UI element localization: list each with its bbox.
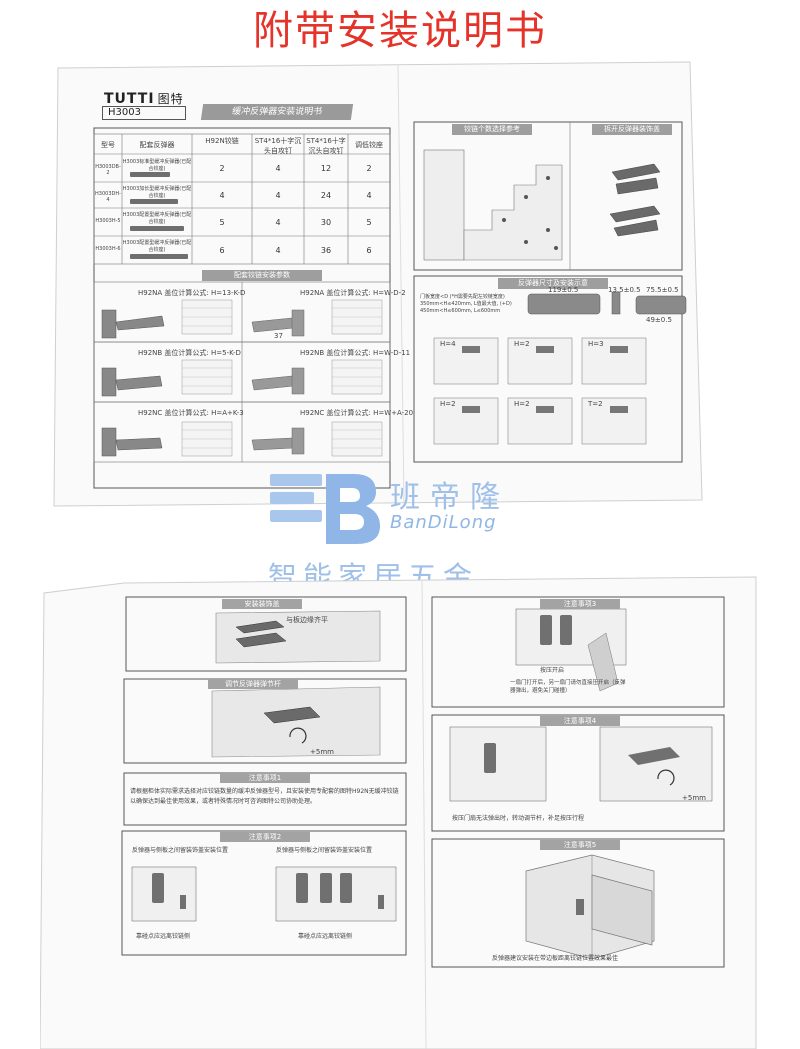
table-row-screw: 4 bbox=[275, 246, 281, 255]
dimension-label: 119±0.5 bbox=[548, 286, 579, 294]
table-row-product: H3003配置型缓冲反弹器(已配合铰座) bbox=[122, 240, 192, 253]
table-head-seat: 调低铰座 bbox=[355, 141, 383, 149]
formula-label-right: H92NA 盖位计算公式: H=W-D-2 bbox=[300, 289, 406, 297]
table-row-product: H3003加长型缓冲反弹器(已配合铰座) bbox=[122, 186, 192, 199]
section-title-note5: 注意事项5 bbox=[540, 840, 620, 850]
table-row-screw2: 30 bbox=[320, 218, 332, 227]
cabinet-label: H=3 bbox=[588, 340, 604, 348]
table-head-screw: ST4*16十字沉头自攻钉 bbox=[254, 137, 302, 155]
dimension-label: 75.5±0.5 bbox=[646, 286, 679, 294]
table-head-product: 配套反弹器 bbox=[139, 141, 175, 149]
adjust-value: +5mm bbox=[310, 748, 334, 756]
table-row-seat: 2 bbox=[366, 164, 372, 173]
table-row-hinge: 6 bbox=[219, 246, 225, 255]
note3-label: 按压开启 bbox=[540, 667, 565, 674]
table-row-screw: 4 bbox=[275, 164, 281, 173]
section-title-note3: 注意事项3 bbox=[540, 599, 620, 609]
cabinet-label: H=2 bbox=[440, 400, 456, 408]
dimension-label: 13.5±0.5 bbox=[608, 286, 641, 294]
note2-label: 反弹器与侧板之间留装饰盖安装位置 bbox=[276, 847, 373, 854]
note3-label: 一扇门打开后，另一扇门请勿直接压开启（反弹器弹出，避免关门碰撞） bbox=[510, 680, 626, 694]
section-title-install-cover: 安装装饰盖 bbox=[222, 599, 302, 609]
table-row-screw: 4 bbox=[275, 191, 281, 200]
dimension-label: 49±0.5 bbox=[646, 316, 672, 324]
section-title-note2: 注意事项2 bbox=[220, 832, 310, 842]
table-row-seat: 6 bbox=[366, 246, 372, 255]
table-head-hinge: H92N铰链 bbox=[205, 137, 239, 145]
note2-label: 反弹器与侧板之间留装饰盖安装位置 bbox=[132, 847, 229, 854]
size-note: 门板宽度<D (*H需要先配左铰链宽度) 350mm<H≤420mm, L值最大… bbox=[420, 294, 512, 314]
table-row-model: H3003DB-2 bbox=[95, 164, 121, 176]
formula-label-right: H92NC 盖位计算公式: H=W+A-20 bbox=[300, 409, 414, 417]
note2-label: 靠碰点应远离铰链侧 bbox=[298, 933, 353, 940]
section-title-hinge-params: 配套铰链安装参数 bbox=[202, 270, 322, 281]
note2-label: 靠碰点应远离铰链侧 bbox=[136, 933, 191, 940]
section-title-adjust: 调节反弹器弹节杆 bbox=[208, 679, 298, 689]
table-row-model: H3003H-5 bbox=[95, 218, 121, 224]
cabinet-label: H=2 bbox=[514, 400, 530, 408]
section-title-note1: 注意事项1 bbox=[220, 773, 310, 783]
sheet-upper-drawing bbox=[53, 61, 703, 507]
table-row-hinge: 5 bbox=[219, 218, 225, 227]
table-head-screw2: ST4*16十字沉头自攻钉 bbox=[306, 137, 346, 155]
table-row-model: H3003H-6 bbox=[95, 246, 121, 252]
table-row-seat: 5 bbox=[366, 218, 372, 227]
note4-value: +5mm bbox=[682, 794, 706, 802]
table-row-screw2: 36 bbox=[320, 246, 332, 255]
cabinet-label: H=4 bbox=[440, 340, 456, 348]
model-number: H3003 bbox=[102, 106, 186, 120]
formula-label: H92NA 盖位计算公式: H=13-K-D bbox=[138, 289, 246, 297]
table-row-product: H3003配置型缓冲反弹器(已配合铰座) bbox=[122, 212, 192, 225]
section-title-cover: 拆开反弹器装饰盖 bbox=[592, 124, 672, 135]
page-title: 附带安装说明书 bbox=[253, 8, 547, 54]
table-row-hinge: 2 bbox=[219, 164, 225, 173]
table-head-model: 型号 bbox=[101, 141, 115, 149]
table-row-hinge: 4 bbox=[219, 191, 225, 200]
watermark-brand-en: BanDiLong bbox=[390, 512, 497, 533]
sheet-lower-drawing bbox=[40, 576, 757, 1049]
cabinet-label: H=2 bbox=[514, 340, 530, 348]
table-row-screw2: 24 bbox=[320, 191, 332, 200]
dimension-label: 37 bbox=[274, 332, 283, 340]
formula-label: H92NB 盖位计算公式: H=5-K-D bbox=[138, 349, 241, 357]
formula-label-right: H92NB 盖位计算公式: H=W-D-11 bbox=[300, 349, 411, 357]
note1-text: 请根据柜体实际需求选择对应铰链数量的缓冲反弹器型号，且安装使用专配套的图特H92… bbox=[130, 788, 399, 805]
section-title-note4: 注意事项4 bbox=[540, 716, 620, 726]
section-title-hole-ref: 铰链个数选择参考 bbox=[452, 124, 532, 135]
table-row-product: H3003标准型缓冲反弹器(已配合铰座) bbox=[122, 159, 192, 172]
note4-label: 按压门扇无法弹出时，转动调节杆，补足按压行程 bbox=[452, 815, 585, 822]
table-row-screw: 4 bbox=[275, 218, 281, 227]
formula-label: H92NC 盖位计算公式: H=A+K-3 bbox=[138, 409, 244, 417]
cabinet-label: T=2 bbox=[588, 400, 603, 408]
sheet-title: 缓冲反弹器安装说明书 bbox=[200, 104, 354, 120]
table-row-model: H3003DH-4 bbox=[95, 191, 121, 203]
instruction-sheet-lower: 安装装饰盖 与板边缘齐平 调节反弹器弹节杆 +5mm 注意事项1 请根据柜体实际… bbox=[40, 575, 760, 1049]
install-cover-note: 与板边缘齐平 bbox=[286, 616, 328, 624]
section-title-size: 反弹器尺寸及安装示意 bbox=[498, 278, 608, 289]
table-row-screw2: 12 bbox=[320, 164, 332, 173]
table-row-seat: 4 bbox=[366, 191, 372, 200]
note5-label: 反弹器建议安装在带边板距离铰链位置效果最佳 bbox=[492, 955, 619, 962]
